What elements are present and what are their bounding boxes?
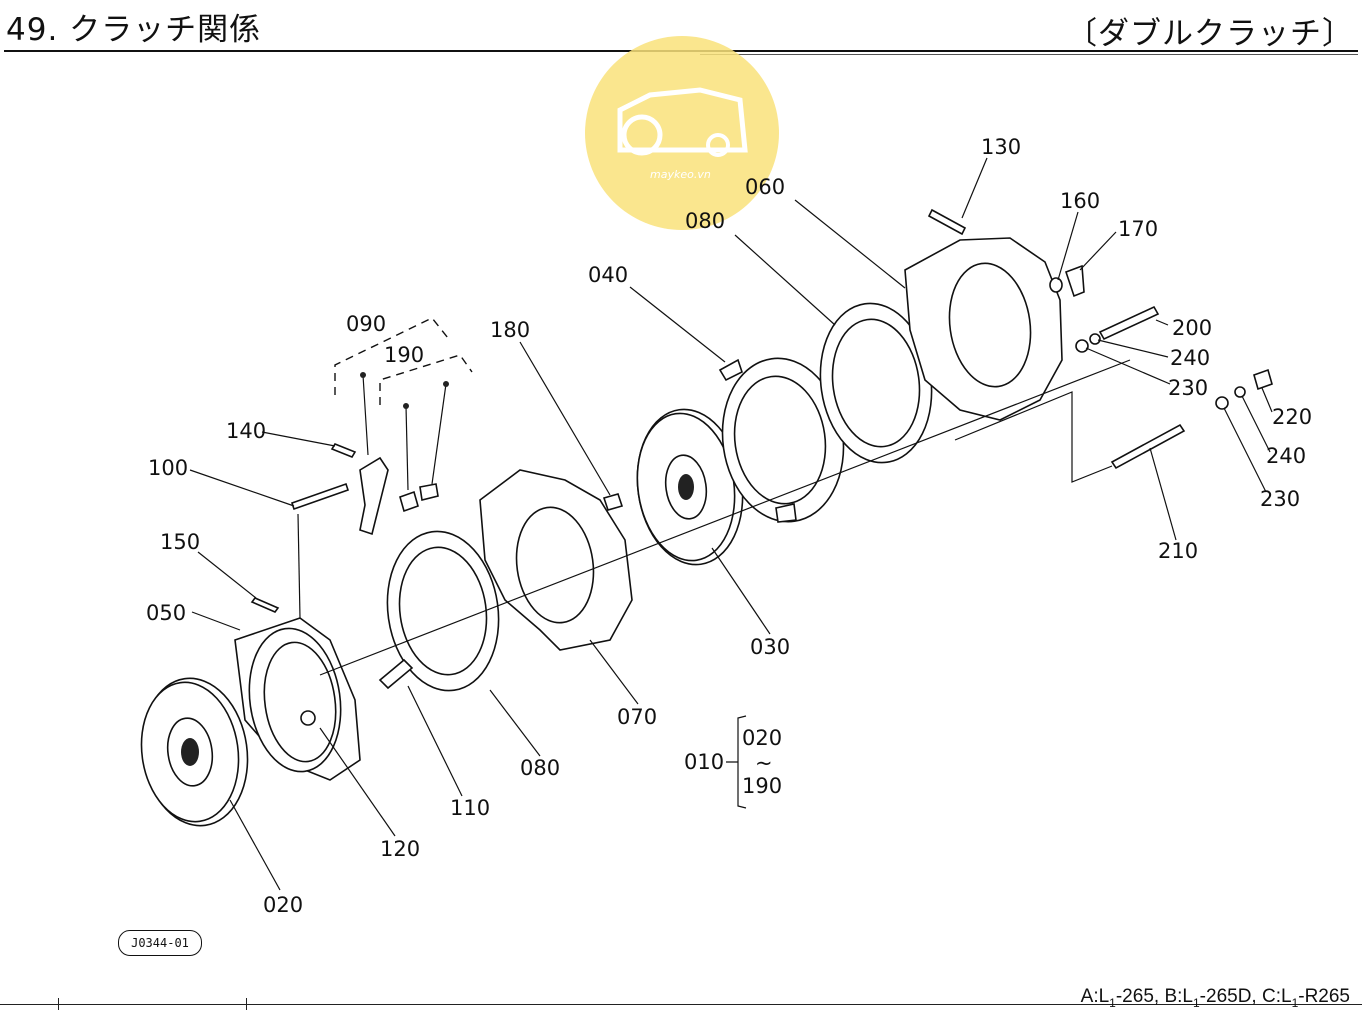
callout-060: 060 (745, 175, 785, 199)
callout-170: 170 (1118, 217, 1158, 241)
footer-tick (246, 998, 247, 1010)
footnote-a: A:L (1080, 986, 1110, 1007)
callout-050: 050 (146, 601, 186, 625)
callout-230-upper: 230 (1168, 376, 1208, 400)
part-040-intermediate-plate (718, 357, 845, 523)
part-080-ring-lower (386, 530, 500, 692)
part-050-pressure-plate (234, 617, 361, 781)
assembly-to: 190 (742, 774, 782, 798)
part-070-cover (479, 469, 633, 651)
footer-rule (0, 1004, 1362, 1005)
part-060-clutch-cover (904, 237, 1063, 421)
group-brackets (334, 317, 473, 491)
part-130-160-170 (927, 208, 1085, 298)
callout-200: 200 (1172, 316, 1212, 340)
callout-120: 120 (380, 837, 420, 861)
part-bolts-washers (1075, 305, 1273, 470)
callout-240-upper: 240 (1170, 346, 1210, 370)
callout-100: 100 (148, 456, 188, 480)
watermark-logo: maykeo.vn (585, 36, 779, 230)
callout-220: 220 (1272, 405, 1312, 429)
assembly-main: 010 (684, 750, 724, 774)
callout-130: 130 (981, 135, 1021, 159)
page-subtitle: 〔ダブルクラッチ〕 (1066, 16, 1354, 52)
callout-040: 040 (588, 263, 628, 287)
footer-tick (58, 998, 59, 1010)
leader-lines (189, 157, 1273, 891)
figure-code-badge: J0344-01 (118, 930, 202, 956)
callout-160: 160 (1060, 189, 1100, 213)
callout-210: 210 (1158, 539, 1198, 563)
callout-240-lower: 240 (1266, 444, 1306, 468)
part-030-clutch-disc (636, 408, 744, 566)
footnote-a-rest: -265, (1115, 986, 1160, 1007)
callout-180: 180 (490, 318, 530, 342)
part-pins (250, 443, 357, 619)
assembly-tilde: ~ (755, 751, 773, 775)
callout-150: 150 (160, 530, 200, 554)
part-110-bolt (378, 658, 414, 690)
assembly-from: 020 (742, 726, 782, 750)
part-080-ring-upper (819, 302, 933, 464)
assembly-note: 010 020 ~ 190 (684, 715, 782, 809)
footnote-a-sub: 1 (1109, 995, 1116, 1010)
footnote-b-sub: 1 (1192, 995, 1200, 1010)
callout-020: 020 (263, 893, 303, 917)
callout-080-upper: 080 (685, 209, 725, 233)
footnote-c-sub: 1 (1291, 995, 1299, 1010)
footnote-c: C:L (1261, 986, 1292, 1007)
part-180-pin (602, 493, 624, 511)
footnote-b-rest: -265D, (1199, 986, 1257, 1007)
callout-140: 140 (226, 419, 266, 443)
part-020-clutch-disc (140, 677, 249, 827)
callout-110: 110 (450, 796, 490, 820)
callout-080-lower: 080 (520, 756, 560, 780)
part-090-lever (359, 456, 439, 536)
footnote-b: B:L (1164, 986, 1193, 1007)
callout-190: 190 (384, 343, 424, 367)
page-title: 49. クラッチ関係 (6, 12, 262, 48)
callout-090: 090 (346, 312, 386, 336)
callout-030: 030 (750, 635, 790, 659)
callout-230-lower: 230 (1260, 487, 1300, 511)
callout-070: 070 (617, 705, 657, 729)
header-rule-thin (700, 54, 1358, 55)
watermark-text: maykeo.vn (650, 168, 711, 181)
footnote-c-rest: -R265 (1298, 986, 1350, 1007)
model-footnote: A:L1-265, B:L1-265D, C:L1-R265 (1081, 986, 1350, 1010)
